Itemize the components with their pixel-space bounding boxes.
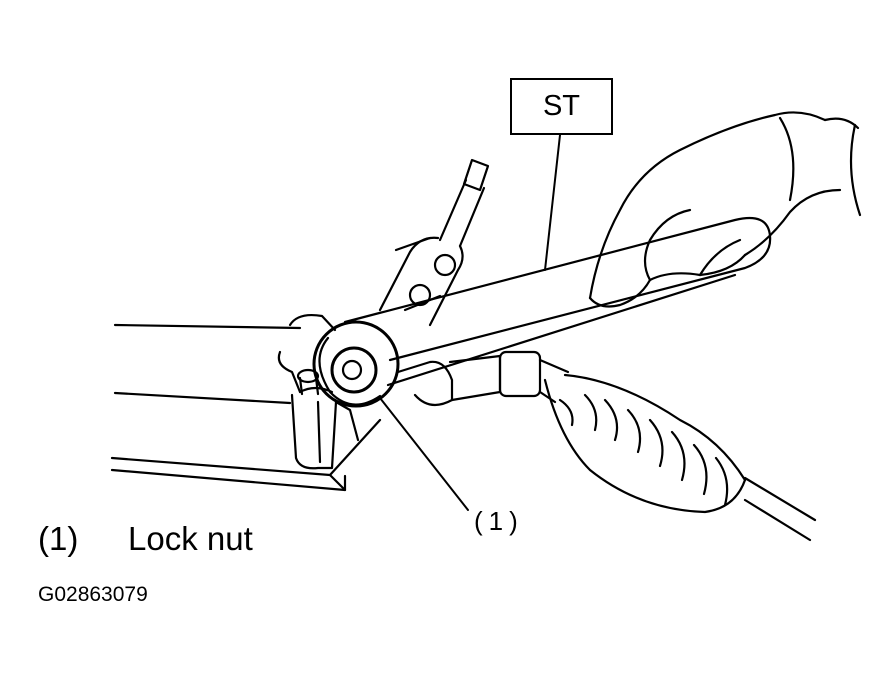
tie-rod-and-boot <box>396 350 817 542</box>
callout-number: (1) <box>474 506 524 536</box>
pinion-shaft <box>378 158 490 327</box>
leader-lines <box>379 134 561 511</box>
legend-text: Lock nut <box>128 520 253 557</box>
rack-housing <box>110 323 382 492</box>
tool-label-box: ST <box>510 78 613 135</box>
tool-label: ST <box>542 90 581 122</box>
wrench-tool <box>312 216 772 408</box>
lock-nut-shape <box>330 346 378 394</box>
figure-code: G02863079 <box>38 583 148 606</box>
legend-number: (1) <box>38 520 79 557</box>
hand-shape <box>588 111 862 308</box>
